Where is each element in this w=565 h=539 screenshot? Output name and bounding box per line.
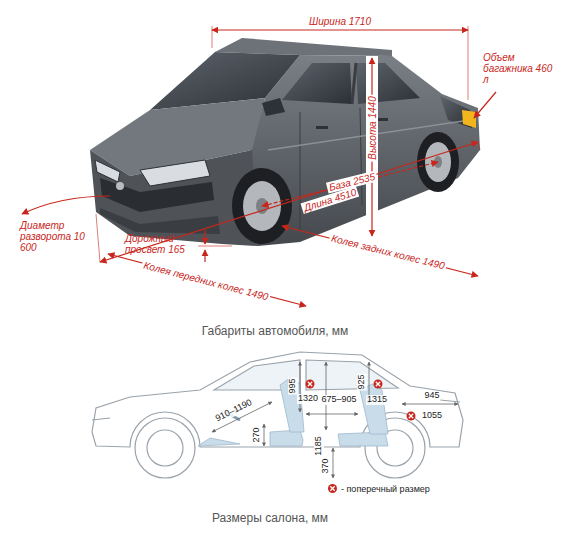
trunk-volume: Объем багажника 460 л <box>481 52 555 85</box>
car-body <box>90 38 480 246</box>
dimension-lines <box>22 26 496 306</box>
legend-item: - поперечный размер <box>327 483 430 494</box>
front-track-dimension: Колея передних колес 1490 <box>141 259 272 303</box>
interior-dimension: 1055 <box>421 411 443 421</box>
interior-dimension: 1320 <box>297 394 319 404</box>
interior-dimension: 1315 <box>366 395 388 405</box>
interior-dimension: 925 <box>357 373 367 390</box>
height-dimension: Высота 1440 <box>367 94 378 161</box>
legend-text: - поперечный размер <box>341 484 430 494</box>
interior-dimension: 675–905 <box>320 395 357 405</box>
interior-dimension: 945 <box>423 391 440 401</box>
width-dimension: Ширина 1710 <box>307 16 373 27</box>
interior-dimension-lines <box>212 362 458 478</box>
interior-dimension: 995 <box>288 377 298 394</box>
interior-dimension: 910–1190 <box>213 397 255 424</box>
figure-caption: Размеры салона, мм <box>212 512 328 525</box>
ground-clearance: Дорожный просвет 165 <box>123 233 193 255</box>
legend-swatch <box>327 483 338 494</box>
turning-diameter: Диаметр разворота 10 600 <box>18 220 106 253</box>
rear-track-dimension: Колея задних колес 1490 <box>328 232 447 272</box>
legend: - поперечный размер <box>327 483 430 494</box>
figure-caption: Габариты автомобиля, мм <box>202 325 349 338</box>
car-profile <box>92 352 463 478</box>
interior-dimension: 270 <box>252 426 262 443</box>
interior-dimension: 1185 <box>314 435 324 456</box>
interior-dimension: 370 <box>321 457 331 474</box>
